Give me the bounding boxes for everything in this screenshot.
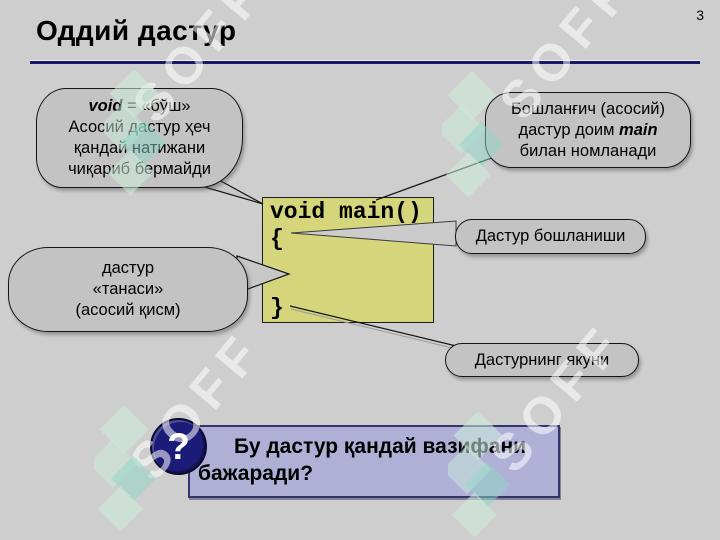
question-text-line2: бажаради?: [198, 462, 314, 485]
code-line-signature: void main(): [270, 199, 422, 225]
slide-title: Оддий дастур: [36, 15, 237, 46]
callout-line: қандай натижани: [73, 139, 206, 157]
title-underline: [30, 60, 700, 64]
page-number: 3: [696, 7, 704, 23]
question-panel: Бу дастур қандай вазифани бажаради?: [188, 425, 560, 498]
code-line-open-brace: {: [270, 226, 284, 252]
question-mark-icon: ?: [150, 418, 207, 475]
callout-line: билан номланади: [519, 141, 657, 160]
watermark-logo-icon: [94, 406, 157, 532]
callout-line: Дастур бошланиши: [475, 227, 626, 245]
callout-line: Асосий дастур ҳеч: [68, 118, 211, 136]
callout-line: Дастурнинг якуни: [474, 350, 610, 369]
callout-void-note: void = «бўш» Асосий дастур ҳеч қандай на…: [36, 88, 243, 188]
callout-end-note: Дастурнинг якуни: [445, 343, 639, 377]
code-box: void main() { }: [262, 197, 434, 323]
callout-start-note: Дастур бошланиши: [455, 219, 646, 254]
main-keyword: main: [619, 120, 658, 139]
callout-line: «танаси»: [92, 280, 164, 298]
callout-body-note: дастур «танаси» (асосий қисм): [8, 247, 248, 332]
question-text-line1: Бу дастур қандай вазифани: [234, 435, 527, 458]
void-keyword: void: [88, 97, 123, 115]
callout-line: (асосий қисм): [75, 301, 181, 319]
callout-line: чиқариб бермайди: [68, 160, 211, 178]
callout-line: Бошланғич (асосий): [510, 99, 666, 118]
connector-main-line: [375, 155, 498, 201]
callout-main-note: Бошланғич (асосий) дастур доим main била…: [485, 92, 691, 168]
callout-line: дастур доим main: [518, 120, 658, 139]
callout-line: void = «бўш»: [88, 97, 191, 115]
callout-line: дастур: [101, 259, 155, 277]
code-line-close-brace: }: [270, 295, 284, 321]
